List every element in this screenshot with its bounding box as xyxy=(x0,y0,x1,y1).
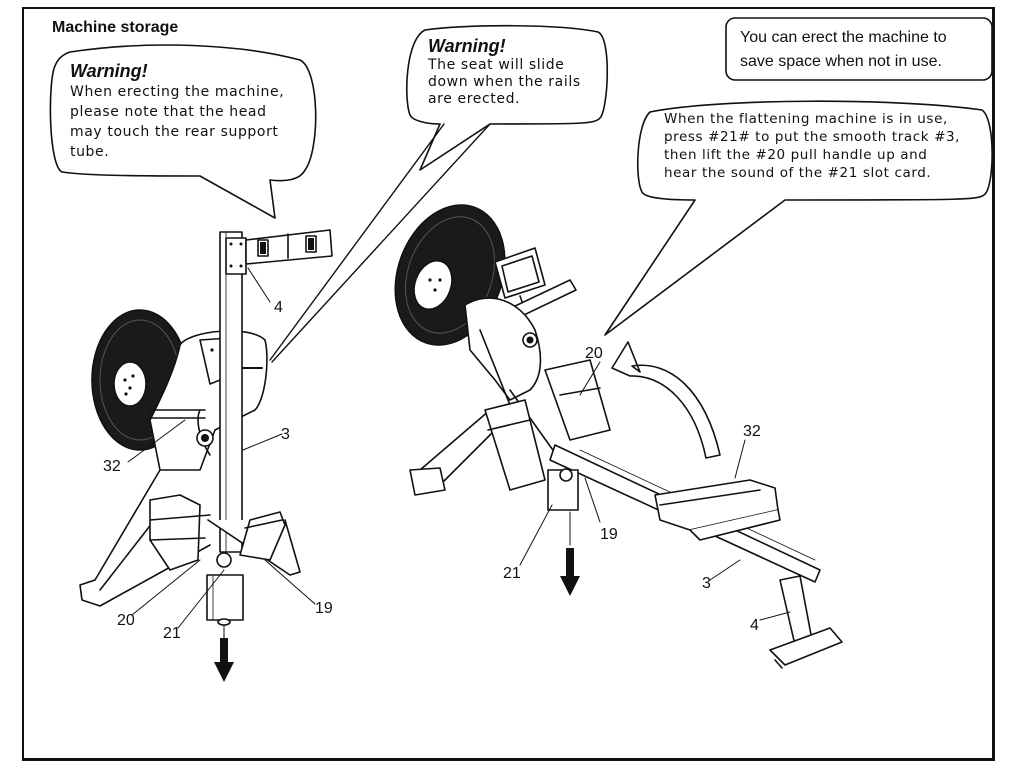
part-label-21: 21 xyxy=(163,625,181,642)
part-label-21: 21 xyxy=(503,565,521,582)
part-label-19: 19 xyxy=(315,600,333,617)
instruction-line: hear the sound of the #21 slot card. xyxy=(664,165,932,181)
warning-seat-bubble xyxy=(406,24,609,171)
warning-head-callout: Warning! When erecting the machine, plea… xyxy=(70,60,284,162)
instruction-callout: When the flattening machine is in use, p… xyxy=(664,110,960,182)
instruction-line: press #21# to put the smooth track #3, xyxy=(664,129,961,145)
part-label-3: 3 xyxy=(281,426,290,443)
warning-head-line: may touch the rear support xyxy=(70,124,279,140)
part-label-4: 4 xyxy=(750,617,759,634)
part-label-32: 32 xyxy=(103,458,121,475)
warning-head-line: tube. xyxy=(70,144,110,160)
part-label-3: 3 xyxy=(702,575,711,592)
rotate-arrow-icon xyxy=(611,341,721,459)
info-note-callout: You can erect the machine to save space … xyxy=(740,26,947,74)
warning-head-bubble xyxy=(49,44,317,219)
page-title: Machine storage xyxy=(52,19,179,36)
warning-head-line: please note that the head xyxy=(70,104,267,120)
info-note-box xyxy=(725,17,993,81)
page-frame xyxy=(22,7,995,761)
warning-seat-line: The seat will slide xyxy=(428,57,565,73)
down-arrow-icon xyxy=(214,638,234,682)
part-label-20: 20 xyxy=(585,345,603,362)
part-label-32: 32 xyxy=(743,423,761,440)
warning-seat-heading: Warning! xyxy=(428,36,506,56)
warning-head-heading: Warning! xyxy=(70,61,148,81)
instruction-line: then lift the #20 pull handle up and xyxy=(664,147,928,163)
part-label-19: 19 xyxy=(600,526,618,543)
info-note-line: save space when not in use. xyxy=(740,53,942,70)
warning-seat-line: down when the rails xyxy=(428,74,581,90)
warning-head-line: When erecting the machine, xyxy=(70,84,285,100)
info-note-line: You can erect the machine to xyxy=(740,29,947,46)
flat-machine-drawing xyxy=(394,204,843,669)
upright-machine-drawing xyxy=(79,229,333,682)
part-label-20: 20 xyxy=(117,612,135,629)
part-label-4: 4 xyxy=(274,299,283,316)
instruction-bubble xyxy=(604,100,993,336)
instruction-line: When the flattening machine is in use, xyxy=(664,111,948,127)
warning-seat-line: are erected. xyxy=(428,91,521,107)
down-arrow-icon xyxy=(560,548,580,596)
warning-seat-callout: Warning! The seat will slide down when t… xyxy=(428,35,581,108)
